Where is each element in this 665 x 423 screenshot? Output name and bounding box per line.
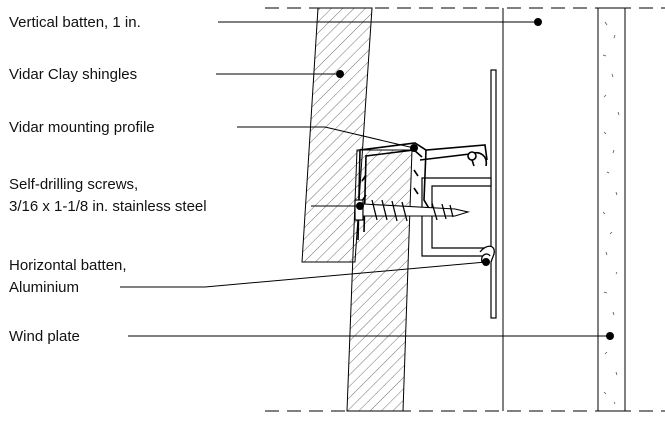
leader-mounting-profile	[237, 126, 418, 152]
label-horizontal-batten-line2: Aluminium	[9, 279, 79, 296]
clay-shingle-upper	[301, 7, 373, 263]
label-vidar-shingles: Vidar Clay shingles	[9, 66, 137, 83]
label-screws-line1: Self-drilling screws,	[9, 176, 138, 193]
label-mounting-profile: Vidar mounting profile	[9, 119, 155, 136]
leader-vertical-batten	[218, 18, 542, 26]
label-wind-plate: Wind plate	[9, 328, 80, 345]
label-screws-line2: 3/16 x 1-1/8 in. stainless steel	[9, 198, 207, 215]
leader-vidar-shingles	[216, 70, 344, 78]
self-drilling-screw	[354, 199, 471, 222]
leader-screws	[311, 202, 364, 210]
labels: Vertical batten, 1 in. Vidar Clay shingl…	[9, 14, 207, 345]
mounting-profile-clip	[357, 142, 488, 241]
wind-plate-speckle	[602, 21, 620, 405]
label-horizontal-batten-line1: Horizontal batten,	[9, 257, 127, 274]
leader-lines	[120, 18, 614, 340]
mounting-profile-carrier	[421, 69, 497, 319]
wind-plate-panel	[597, 7, 626, 412]
leader-horizontal-batten	[120, 258, 490, 288]
leader-wind-plate	[128, 332, 614, 340]
label-vertical-batten: Vertical batten, 1 in.	[9, 14, 141, 31]
